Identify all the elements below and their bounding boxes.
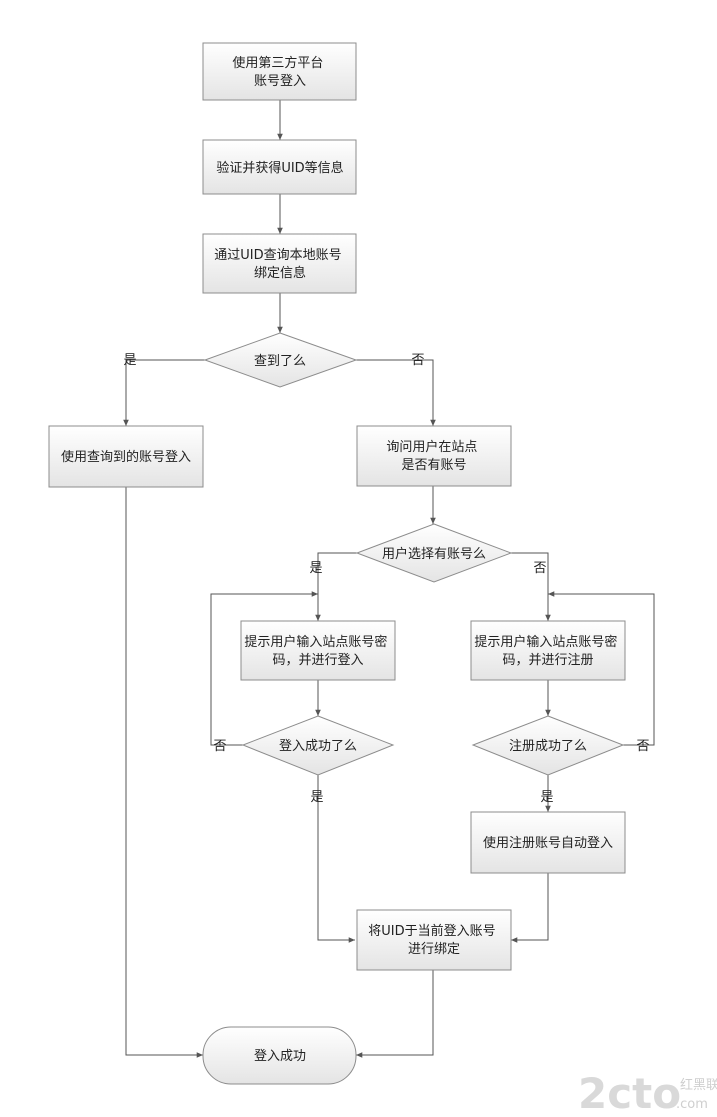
edge-label-login-yes: 是 — [310, 790, 323, 805]
node-auto-login — [470, 811, 626, 874]
edge-found-yes — [123, 359, 205, 426]
edge-label-choose-no: 否 — [533, 561, 546, 576]
edge-label-found-no: 否 — [411, 353, 424, 368]
node-login-prompt-line-2: 码，并进行登入 — [272, 653, 363, 668]
node-start — [202, 42, 357, 101]
decision-choose-text: 用户选择有账号么 — [382, 546, 486, 562]
node-login-prompt-line-1: 提示用户输入站点账号密 — [244, 634, 387, 650]
decision-choose — [355, 523, 513, 583]
node-ask-user — [356, 425, 512, 487]
node-login-prompt — [240, 620, 396, 681]
edge-bind-success — [356, 970, 434, 1058]
node-success — [202, 1026, 357, 1085]
edge-label-found-yes: 是 — [123, 353, 136, 368]
edge-register-no-loop — [548, 591, 655, 746]
node-use-found-text: 使用查询到的账号登入 — [61, 449, 191, 465]
edge-choose-no — [511, 552, 551, 621]
edge-label-login-no: 否 — [213, 739, 226, 754]
node-success-text: 登入成功 — [254, 1049, 306, 1064]
node-auto-login-text: 使用注册账号自动登入 — [483, 835, 613, 851]
node-bind-text: 将UID于当前登入账号 进行绑定 — [368, 923, 500, 957]
edge-choose-yes — [315, 552, 357, 621]
edge-label-register-no: 否 — [636, 739, 649, 754]
watermark-logo: 2cto 红黑联盟 .com — [578, 1069, 717, 1117]
node-ask-user-line-2: 是否有账号 — [401, 458, 466, 473]
decision-found — [203, 332, 358, 388]
decision-register-ok-text: 注册成功了么 — [509, 739, 587, 754]
watermark-suffix: .com — [676, 1097, 708, 1112]
node-bind — [356, 909, 512, 971]
node-query-line-2: 绑定信息 — [254, 265, 306, 281]
node-bind-line-1: 将UID于当前登入账号 — [368, 923, 495, 939]
node-verify-text: 验证并获得UID等信息 — [216, 160, 343, 176]
node-bind-line-2: 进行绑定 — [408, 942, 460, 957]
node-query — [202, 233, 357, 294]
node-start-line-2: 账号登入 — [254, 74, 306, 89]
node-register-prompt-line-1: 提示用户输入站点账号密 — [474, 634, 617, 650]
edge-label-register-yes: 是 — [540, 790, 553, 805]
node-register-prompt-text: 提示用户输入站点账号密 码，并进行注册 — [474, 634, 621, 668]
node-ask-user-line-1: 询问用户在站点 — [386, 439, 477, 455]
decision-found-text: 查到了么 — [254, 354, 306, 369]
node-verify — [202, 139, 357, 195]
edge-login-no-loop — [210, 591, 318, 746]
node-register-prompt-line-2: 码，并进行注册 — [502, 653, 593, 668]
decision-login-ok-text: 登入成功了么 — [279, 739, 357, 754]
edge-label-choose-yes: 是 — [309, 561, 322, 576]
edge-usefound-success — [125, 487, 203, 1058]
node-use-found — [48, 425, 204, 488]
edge-autologin-bind — [510, 873, 549, 943]
decision-register-ok — [471, 715, 625, 776]
node-query-text: 通过UID查询本地账号 绑定信息 — [214, 248, 346, 281]
watermark-logo-text: 2cto — [578, 1069, 681, 1117]
edge-found-no — [356, 359, 436, 426]
node-query-line-1: 通过UID查询本地账号 — [214, 248, 341, 263]
watermark-tagline: 红黑联盟 — [680, 1077, 717, 1093]
node-register-prompt — [470, 620, 626, 681]
node-start-text: 使用第三方平台 账号登入 — [232, 55, 327, 89]
edge-login-yes — [317, 775, 355, 943]
decision-login-ok — [241, 715, 395, 776]
node-ask-user-text: 询问用户在站点 是否有账号 — [386, 439, 481, 473]
node-start-line-1: 使用第三方平台 — [232, 55, 323, 71]
node-login-prompt-text: 提示用户输入站点账号密 码，并进行登入 — [244, 634, 391, 668]
